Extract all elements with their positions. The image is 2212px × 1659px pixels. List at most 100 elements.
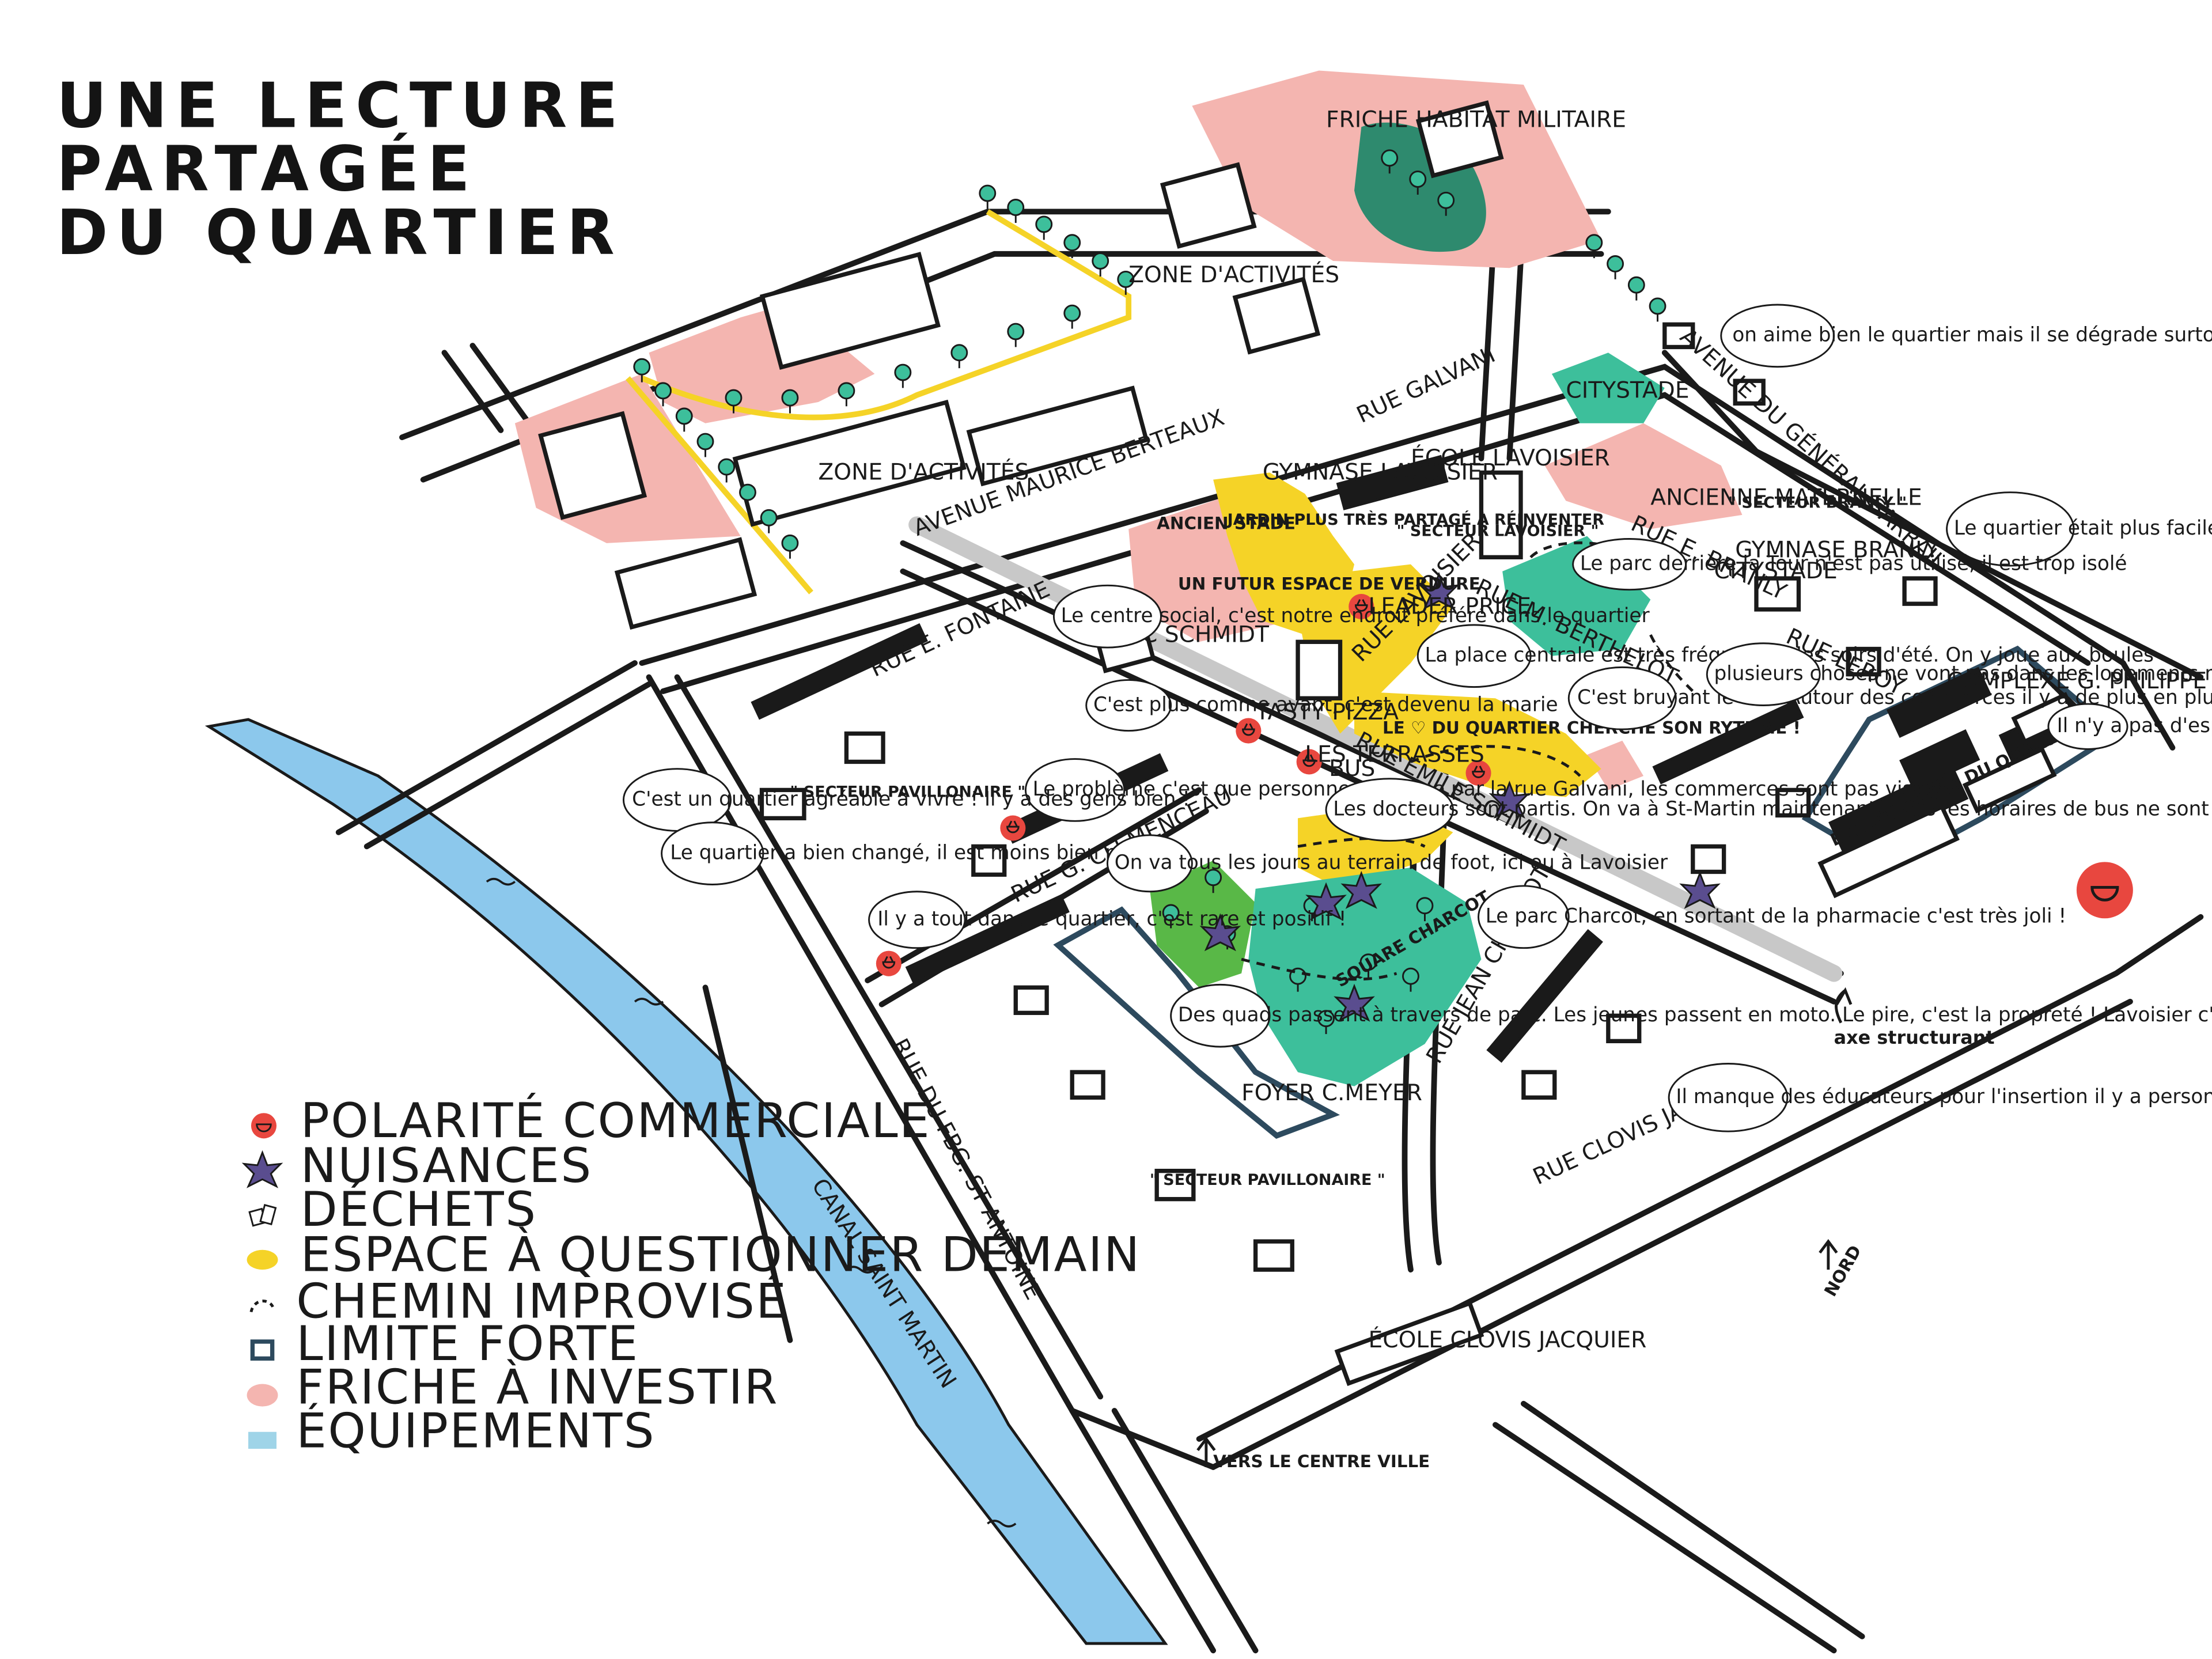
svg-text:GYMNASE LAVOISIER: GYMNASE LAVOISIER <box>1263 460 1498 486</box>
dashed-path-icon <box>249 1300 275 1313</box>
svg-text:LES TERRASSES: LES TERRASSES <box>1305 741 1484 767</box>
legend-item: FRICHE À INVESTIR <box>247 1359 779 1415</box>
svg-text:RUE GALVANI: RUE GALVANI <box>1353 342 1499 429</box>
svg-text:FRICHE HABITAT MILITAIRE: FRICHE HABITAT MILITAIRE <box>1326 107 1626 132</box>
quote-bubbles: on aime bien le quartier mais il se dégr… <box>622 304 2212 1132</box>
centre-arrow-icon <box>1196 1436 1216 1467</box>
svg-text:Le parc derrière la Tour n'est: Le parc derrière la Tour n'est pas utili… <box>1580 552 2127 575</box>
svg-text:ÉQUIPEMENTS: ÉQUIPEMENTS <box>296 1403 656 1459</box>
quote-bubble: Il y a tout dans le quartier, c'est rare… <box>868 891 1347 949</box>
svg-text:" SECTEUR BRANLY ": " SECTEUR BRANLY " <box>1728 494 1907 512</box>
svg-text:C'est plus comme avant, c'est: C'est plus comme avant, c'est devenu la … <box>1093 693 1558 716</box>
strong-limit-icon <box>250 1339 275 1361</box>
svg-text:CITYSTADE: CITYSTADE <box>1714 558 1838 584</box>
svg-text:DÉCHETS: DÉCHETS <box>301 1181 537 1237</box>
title-line-3: DU QUARTIER <box>56 197 623 269</box>
svg-text:Des quads passent à travers de: Des quads passent à travers de parc. Les… <box>1178 1003 2212 1027</box>
north-arrow-icon <box>1819 1239 1838 1270</box>
commerce-pin-icon <box>251 1113 276 1139</box>
title-line-1: UNE LECTURE <box>56 70 626 142</box>
svg-text:LIMITE FORTE: LIMITE FORTE <box>296 1316 639 1372</box>
svg-text:" SECTEUR PAVILLONAIRE ": " SECTEUR PAVILLONAIRE " <box>790 783 1025 801</box>
map-legend: POLARITÉ COMMERCIALE NUISANCES DÉCHETS E… <box>243 1092 1141 1459</box>
quote-bubble: Le centre social, c'est notre endroit pr… <box>1052 584 1650 649</box>
svg-text:FOYER C.MEYER: FOYER C.MEYER <box>1241 1080 1422 1106</box>
place-labels: GYMNASE LAVOISIER ÉCOLE LAVOISIER CITYST… <box>1112 378 2207 1353</box>
svg-text:Le problème c'est que personne: Le problème c'est que personne ne passe … <box>1033 778 1959 801</box>
svg-text:ANCIEN STADE: ANCIEN STADE <box>1157 513 1296 533</box>
svg-text:" SECTEUR LAVOISIER ": " SECTEUR LAVOISIER " <box>1396 522 1599 540</box>
svg-text:CITYSTADE: CITYSTADE <box>1566 378 1689 404</box>
quote-bubble: On va tous les jours au terrain de foot,… <box>1106 834 1668 893</box>
svg-text:Les docteurs sont partis. On v: Les docteurs sont partis. On va à St-Mar… <box>1333 798 2212 821</box>
svg-text:Le centre social, c'est notre: Le centre social, c'est notre endroit pr… <box>1061 604 1650 627</box>
svg-text:Il y a tout dans le quartier,: Il y a tout dans le quartier, c'est rare… <box>877 908 1346 931</box>
svg-text:Le quartier a bien changé, il: Le quartier a bien changé, il est moins … <box>670 841 1184 864</box>
area-labels: ZONE D'ACTIVITÉS ZONE D'ACTIVITÉS FRICHE… <box>790 107 2086 1471</box>
svg-text:BUS: BUS <box>1329 756 1375 782</box>
canal-saint-martin <box>204 718 1168 1645</box>
quote-bubble: Le quartier était plus facile à vivre av… <box>1946 491 2212 567</box>
quote-bubble: Il n'y a pas d'espace ne fait pas partie… <box>2047 703 2212 750</box>
quote-bubble: C'est un quartier agréable à vivre ! Il … <box>622 768 1190 832</box>
legend-item: DÉCHETS <box>248 1181 537 1237</box>
svg-text:POLARITÉ COMMERCIALE: POLARITÉ COMMERCIALE <box>301 1092 931 1149</box>
quote-bubble: Le problème c'est que personne ne passe … <box>1024 758 1959 822</box>
svg-text:NUISANCES: NUISANCES <box>301 1138 593 1194</box>
quote-bubble: plusieurs choses ne vont pas dans les lo… <box>1706 642 2212 706</box>
quote-bubble: C'est bruyant le soir. Autour des commer… <box>1567 666 2212 730</box>
svg-text:ZONE D'ACTIVITÉS: ZONE D'ACTIVITÉS <box>818 459 1029 486</box>
svg-text:FRICHE À INVESTIR: FRICHE À INVESTIR <box>296 1359 779 1415</box>
quote-bubble: on aime bien le quartier mais il se dégr… <box>1720 304 2212 368</box>
svg-text:C'est un quartier agréable à v: C'est un quartier agréable à vivre ! Il … <box>632 787 1190 810</box>
trash-icon <box>248 1204 277 1227</box>
svg-text:Le quartier était plus facile: Le quartier était plus facile à vivre av… <box>1954 517 2212 540</box>
pink-blob-icon <box>247 1384 278 1407</box>
svg-text:LEADER PRICE: LEADER PRICE <box>1369 593 1531 619</box>
commerce-pin-large <box>2076 862 2133 919</box>
svg-text:ÉCOLE LAVOISIER: ÉCOLE LAVOISIER <box>1411 444 1610 471</box>
svg-text:on aime bien le quartier mais: on aime bien le quartier mais il se dégr… <box>1732 324 2212 347</box>
svg-text:C'est bruyant le soir. Autour: C'est bruyant le soir. Autour des commer… <box>1577 686 2212 709</box>
svg-text:VERS LE CENTRE VILLE: VERS LE CENTRE VILLE <box>1213 1452 1430 1471</box>
legend-item: LIMITE FORTE <box>250 1316 639 1372</box>
quote-bubble: Le parc Charcot, en sortant de la pharma… <box>1478 885 2066 949</box>
quote-bubble: Le parc derrière la Tour n'est pas utili… <box>1572 538 2127 591</box>
buildings <box>538 100 2079 1387</box>
limite-forte-outlines <box>1053 645 2121 1139</box>
svg-text:ÉCOLE CLOVIS JACQUIER: ÉCOLE CLOVIS JACQUIER <box>1369 1326 1647 1353</box>
title-line-2: PARTAGÉE <box>56 133 478 206</box>
quote-bubble: Il manque des éducateurs pour l'insertio… <box>1668 1063 2212 1132</box>
zone-yellow-boundary <box>626 209 1132 594</box>
svg-text:Il manque des éducateurs pour: Il manque des éducateurs pour l'insertio… <box>1676 1085 2212 1108</box>
svg-text:axe structurant: axe structurant <box>1834 1027 1995 1048</box>
legend-item: ÉQUIPEMENTS <box>248 1403 656 1459</box>
nuisance-star-icon <box>243 1152 282 1188</box>
svg-text:ANCIENNE MATERNELLE: ANCIENNE MATERNELLE <box>1650 485 1922 511</box>
axe-arrow-icon <box>1835 987 1853 1024</box>
legend-item: CHEMIN IMPROVISÉ <box>249 1272 787 1329</box>
legend-item: POLARITÉ COMMERCIALE <box>251 1092 931 1149</box>
legend-item: NUISANCES <box>243 1138 593 1194</box>
svg-text:JARDIN PLUS TRÈS PARTAGÉ À RÉI: JARDIN PLUS TRÈS PARTAGÉ À RÉINVENTER <box>1226 510 1605 529</box>
svg-text:On va tous les jours au terrai: On va tous les jours au terrain de foot,… <box>1115 851 1668 874</box>
quote-bubble: Des quads passent à travers de parc. Les… <box>1170 983 2212 1048</box>
equipment-icon <box>248 1431 276 1449</box>
svg-text:CHEMIN IMPROVISÉ: CHEMIN IMPROVISÉ <box>296 1272 787 1329</box>
svg-text:Le parc Charcot, en sortant de: Le parc Charcot, en sortant de la pharma… <box>1486 905 2066 928</box>
svg-text:" SECTEUR PAVILLONAIRE ": " SECTEUR PAVILLONAIRE " <box>1150 1171 1385 1189</box>
svg-text:UN FUTUR ESPACE DE VERDURE: UN FUTUR ESPACE DE VERDURE <box>1178 574 1480 594</box>
svg-text:ESPACE À QUESTIONNER DEMAIN: ESPACE À QUESTIONNER DEMAIN <box>301 1226 1141 1283</box>
svg-text:COMPLEXE G. PHILIPPE: COMPLEXE G. PHILIPPE <box>1947 668 2207 694</box>
quote-bubble: Les docteurs sont partis. On va à St-Mar… <box>1325 778 2212 842</box>
svg-text:ZONE D'ACTIVITÉS: ZONE D'ACTIVITÉS <box>1128 261 1339 288</box>
svg-text:TASTY PIZZA: TASTY PIZZA <box>1255 699 1399 725</box>
quote-bubble: Le quartier a bien changé, il est moins … <box>661 821 1184 885</box>
legend-item: ESPACE À QUESTIONNER DEMAIN <box>247 1226 1141 1283</box>
svg-text:GYMNASE BRANLY: GYMNASE BRANLY <box>1735 537 1939 563</box>
map-title: UNE LECTURE PARTAGÉE DU QUARTIER <box>56 70 626 269</box>
yellow-blob-icon <box>247 1249 278 1270</box>
svg-text:plusieurs choses ne vont pas d: plusieurs choses ne vont pas dans les lo… <box>1714 662 2212 685</box>
